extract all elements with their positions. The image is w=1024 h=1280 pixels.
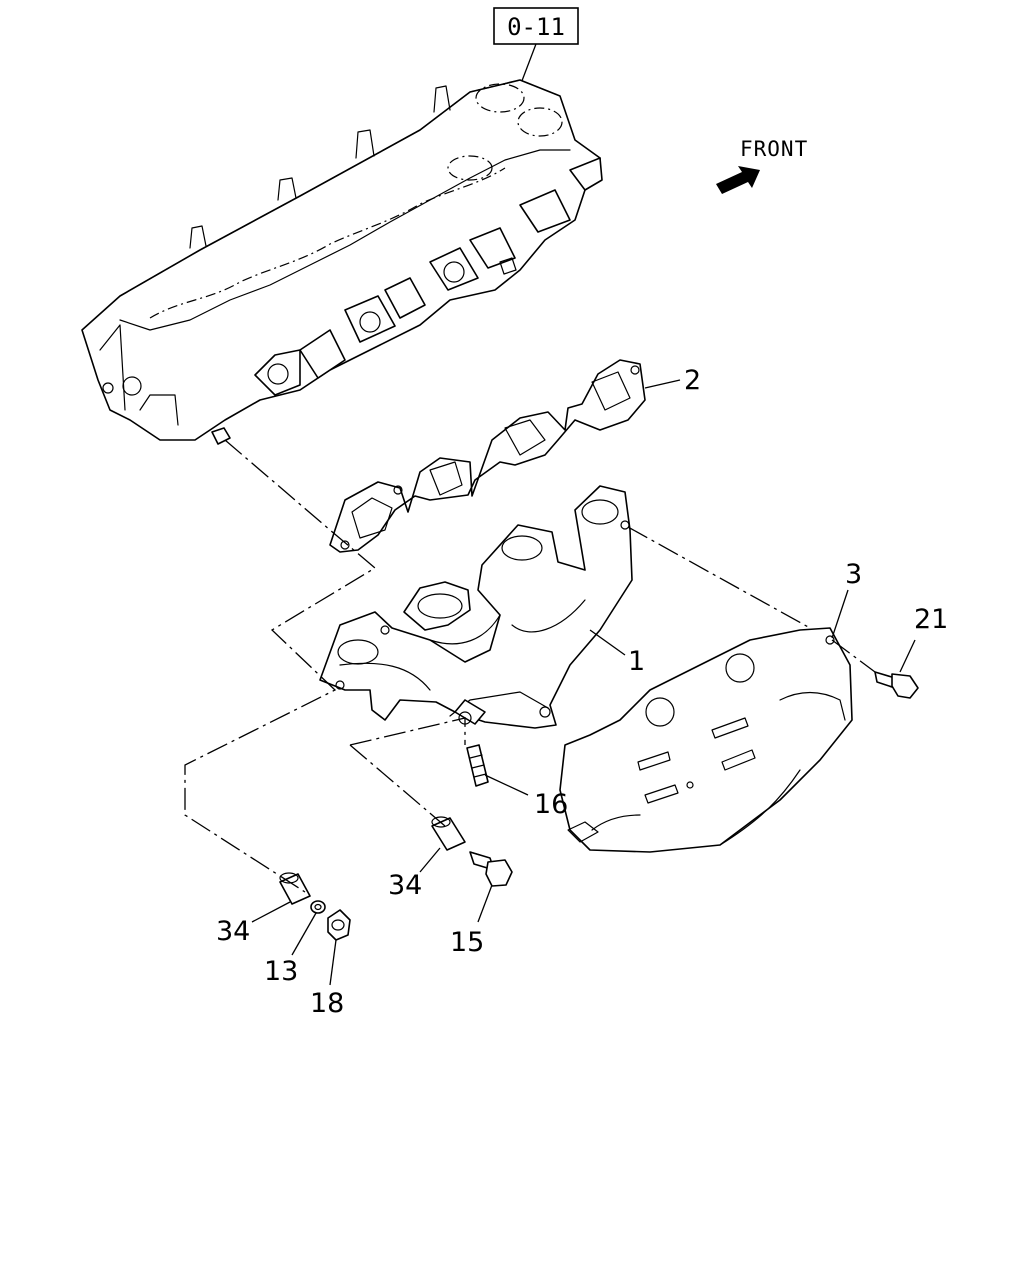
chain-line-shield (627, 526, 811, 629)
chain-line-sleeve (349, 744, 446, 827)
bolt-15 (469, 851, 513, 887)
leader-16 (484, 774, 529, 796)
washer-13 (310, 900, 326, 914)
leader-13 (291, 912, 317, 956)
leader-18 (329, 939, 337, 986)
leader-34b (419, 847, 441, 873)
leader-21 (899, 639, 916, 673)
front-arrow-icon (716, 166, 760, 194)
manifold-gasket (329, 359, 646, 553)
sleeve-34-center (431, 816, 466, 851)
cylinder-head (81, 79, 603, 445)
bolt-21 (874, 671, 919, 699)
callout-3: 3 (845, 559, 862, 590)
callout-34-center: 34 (388, 870, 422, 901)
callout-18: 18 (310, 988, 344, 1019)
callout-34-left: 34 (216, 916, 250, 947)
heat-shield (559, 627, 853, 853)
reference-leader (519, 43, 537, 87)
leader-34a (251, 901, 291, 923)
reference-box[interactable]: 0-11 (493, 7, 579, 45)
chain-line-bolt21 (831, 639, 876, 673)
nut-18 (327, 909, 351, 941)
sleeve-34-left (279, 872, 311, 905)
callout-21: 21 (914, 604, 948, 635)
leader-15 (477, 884, 493, 923)
callout-13: 13 (264, 956, 298, 987)
reference-box-label: 0-11 (507, 13, 565, 41)
callout-2: 2 (684, 365, 701, 396)
stud-16 (466, 744, 489, 787)
callout-16: 16 (534, 789, 568, 820)
chain-line-left (184, 439, 377, 893)
chain-line-bolt15 (469, 851, 481, 856)
callout-15: 15 (450, 927, 484, 958)
front-label: FRONT (740, 137, 808, 161)
exhaust-manifold (319, 485, 633, 729)
leader-1 (589, 629, 626, 656)
leader-3 (831, 589, 849, 639)
callout-1: 1 (628, 646, 645, 677)
chain-line-stud (349, 717, 466, 746)
leader-2 (644, 379, 681, 389)
